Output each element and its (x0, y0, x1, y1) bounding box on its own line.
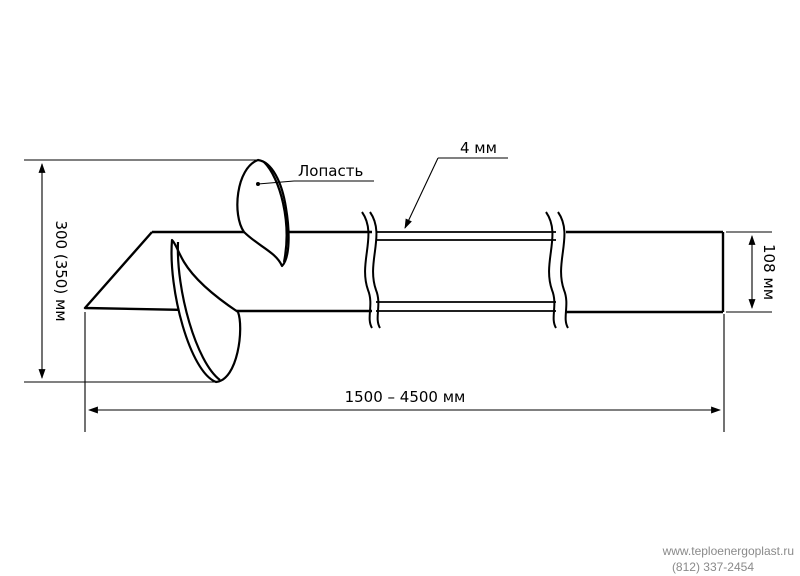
pipe-wall-section (376, 231, 556, 312)
break-lines (361, 211, 569, 329)
site-phone: (812) 337-2454 (672, 560, 754, 574)
pipe-diameter-label: 108 мм (760, 244, 778, 300)
blade-lower-rim (176, 241, 221, 381)
length-label: 1500 – 4500 мм (345, 388, 466, 406)
leader-blade (257, 180, 295, 185)
blade-label: Лопасть (298, 162, 363, 180)
break-line-right-1 (545, 211, 557, 329)
blade-upper (236, 158, 290, 268)
break-line-left-1 (361, 211, 373, 329)
blade-upper-rim (263, 161, 288, 263)
break-line-right-2 (557, 211, 569, 329)
blade-diameter-label: 300 (350) мм (52, 220, 70, 321)
leader-wall-thickness (404, 157, 439, 229)
blade-lower (170, 238, 242, 384)
wall-thickness-label: 4 мм (460, 139, 497, 157)
break-line-left-2 (369, 211, 381, 329)
dimension-lines (24, 157, 772, 432)
helical-blade (170, 158, 290, 384)
leader-blade-dot (256, 182, 260, 186)
site-url: www.teploenergoplast.ru (662, 544, 794, 558)
